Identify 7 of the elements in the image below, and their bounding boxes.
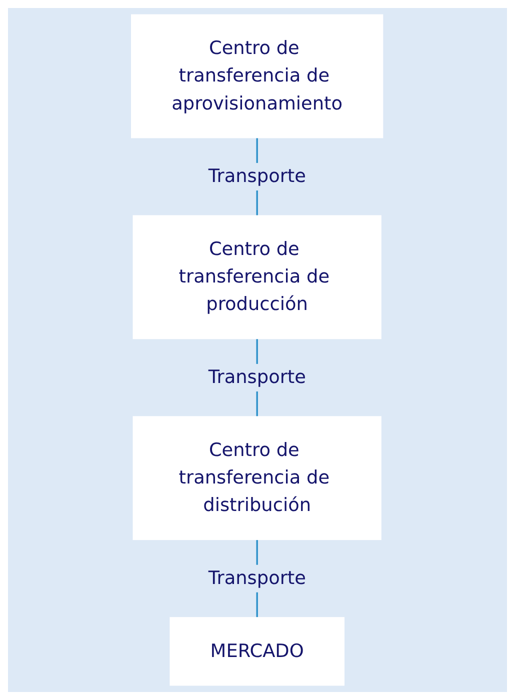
edge-label: Transporte (208, 166, 306, 188)
node-box: Centro de transferencia de producción (133, 215, 382, 340)
node-box: MERCADO (170, 617, 345, 686)
edge-label: Transporte (208, 367, 306, 388)
node-box: Centro de transferencia de aprovisionamiento (131, 14, 384, 138)
edge-label: Transporte (208, 568, 306, 590)
node-box: Centro de transferencia de distribución (133, 416, 382, 540)
